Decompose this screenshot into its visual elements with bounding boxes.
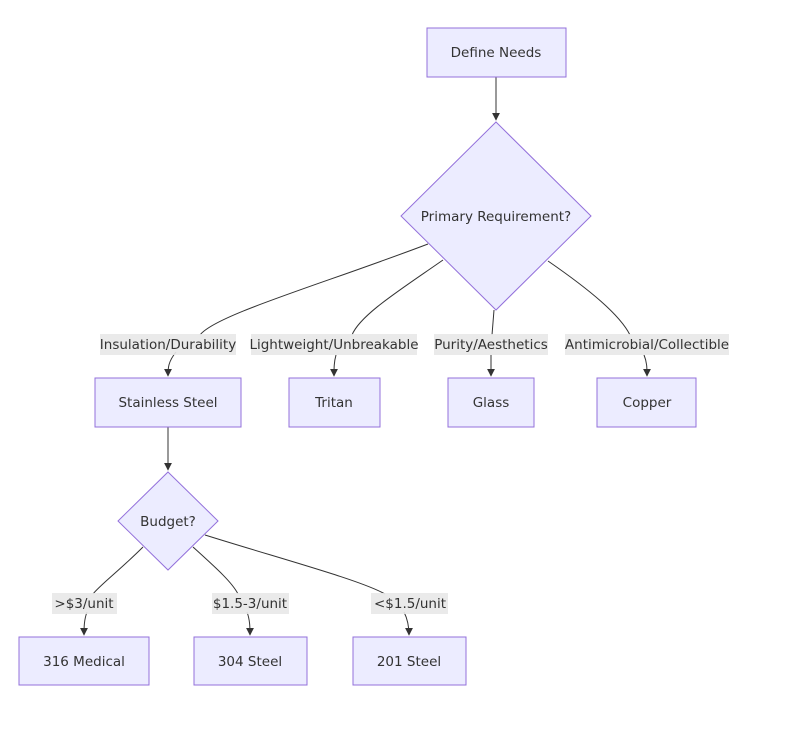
edge-labels: Insulation/Durability Lightweight/Unbrea… [52, 334, 729, 614]
node-budget-label: Budget? [140, 514, 196, 530]
node-316-medical[interactable]: 316 Medical [18, 636, 150, 686]
node-201-steel[interactable]: 201 Steel [352, 636, 467, 686]
node-glass[interactable]: Glass [447, 377, 535, 428]
edge-label-under-1-5: <$1.5/unit [371, 593, 448, 614]
node-budget[interactable]: Budget? [117, 471, 219, 571]
edge-budget-to-201 [204, 534, 409, 635]
node-304-steel-label: 304 Steel [218, 654, 282, 670]
node-stainless-steel-label: Stainless Steel [118, 395, 217, 411]
edge-label-insulation: Insulation/Durability [100, 334, 236, 355]
edge-label-under-1-5-text: <$1.5/unit [374, 596, 446, 612]
edge-primary-to-glass [491, 309, 494, 376]
nodes: Define Needs Primary Requirement? Stainl… [18, 27, 697, 686]
node-primary-requirement[interactable]: Primary Requirement? [400, 121, 592, 311]
node-304-steel[interactable]: 304 Steel [193, 636, 308, 686]
edge-label-insulation-text: Insulation/Durability [100, 337, 236, 353]
edge-label-purity: Purity/Aesthetics [434, 334, 548, 355]
edge-label-over-3-text: >$3/unit [54, 596, 113, 612]
edge-label-antimicrobial-text: Antimicrobial/Collectible [565, 337, 729, 353]
node-copper-label: Copper [623, 395, 672, 411]
edge-label-antimicrobial: Antimicrobial/Collectible [565, 334, 729, 355]
edge-primary-to-stainless [168, 243, 429, 376]
node-stainless-steel[interactable]: Stainless Steel [94, 377, 242, 428]
node-tritan-label: Tritan [314, 395, 353, 411]
edge-label-lightweight: Lightweight/Unbreakable [249, 334, 419, 355]
edge-label-lightweight-text: Lightweight/Unbreakable [249, 337, 418, 353]
node-define-needs[interactable]: Define Needs [426, 27, 567, 78]
edge-budget-to-304 [192, 546, 250, 635]
node-primary-requirement-label: Primary Requirement? [421, 209, 571, 225]
edge-label-over-3: >$3/unit [52, 593, 117, 614]
node-glass-label: Glass [473, 395, 510, 411]
edge-label-purity-text: Purity/Aesthetics [434, 337, 548, 353]
node-316-medical-label: 316 Medical [43, 654, 125, 670]
node-tritan[interactable]: Tritan [288, 377, 381, 428]
node-define-needs-label: Define Needs [451, 45, 542, 61]
edge-label-mid-range-text: $1.5-3/unit [213, 596, 287, 612]
node-copper[interactable]: Copper [596, 377, 697, 428]
edge-label-mid-range: $1.5-3/unit [212, 593, 289, 614]
node-201-steel-label: 201 Steel [377, 654, 441, 670]
edge-budget-to-316 [84, 546, 144, 635]
edge-primary-to-tritan [334, 259, 444, 376]
edge-primary-to-copper [547, 260, 647, 376]
